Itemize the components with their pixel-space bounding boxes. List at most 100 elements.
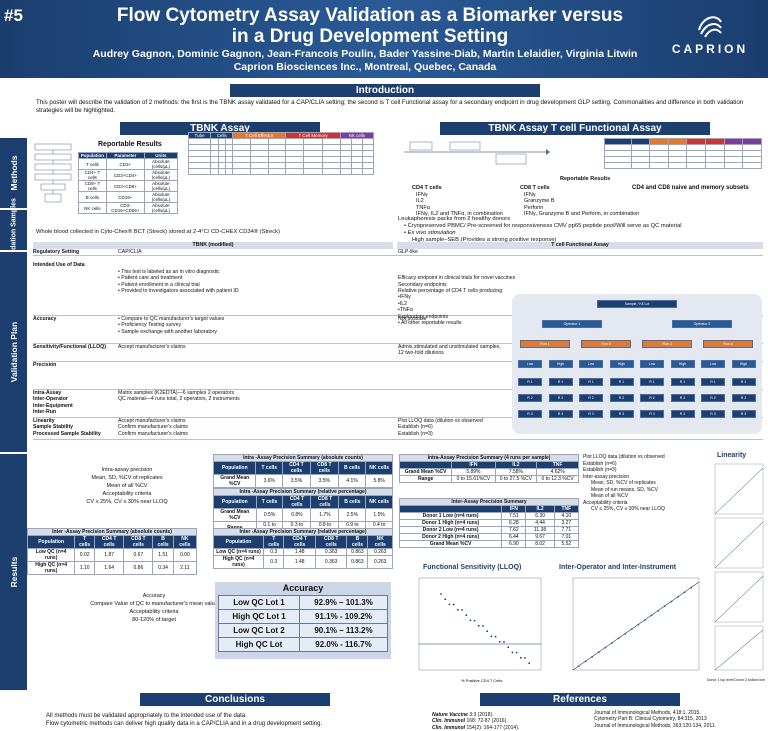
sens-point [494, 635, 497, 638]
logo-text: CAPRION [671, 42, 749, 56]
table-cell: 3.6% [255, 474, 284, 488]
sens-point [490, 635, 493, 638]
table-cell: 0 to 15.61%CV [451, 475, 496, 483]
plan-row: Sensitivity/Functional (LLOQ) Accept man… [33, 344, 763, 362]
tree-node: Low [579, 360, 603, 368]
tree-node: Run 4 [703, 340, 753, 348]
subsets-label: CD4 and CD8 naive and memory subsets [632, 185, 749, 191]
sens-point [498, 640, 501, 643]
caprion-logo: CAPRION [655, 12, 765, 56]
tree-node: R 3 [548, 410, 573, 418]
validation-plan-table: TBNK (modified) T cell Functional Assay … [27, 242, 768, 452]
tbnk-panel-table: Tube Cells T Cell Effector T Cell Memory… [187, 132, 375, 175]
tree-node: R 1 [579, 378, 603, 386]
accuracy-value: 90.1% – 113.2% [298, 623, 389, 638]
table-cell: 5.52 [553, 540, 580, 548]
table-header: TNF [553, 505, 580, 513]
accuracy-label: High QC Lot [218, 637, 300, 652]
table-header: Population [212, 461, 257, 475]
table-cell: Donor 1 High (n=4 runs) [398, 519, 503, 527]
author-list: Audrey Gagnon, Dominic Gagnon, Jean-Fran… [92, 48, 638, 60]
sens-point [515, 651, 518, 654]
affiliation: Caprion Biosciences Inc., Montreal, Queb… [233, 61, 497, 73]
op-point [597, 651, 600, 654]
op-point [578, 665, 580, 667]
plan-row: Intended Use of Data • This test is labe… [33, 256, 763, 326]
table-cell: 6.28 [501, 519, 527, 527]
table-cell: 1.5% [365, 508, 393, 522]
op-point [644, 619, 646, 621]
sens-point [440, 593, 442, 595]
table-cell: 3.27 [553, 519, 580, 527]
op-point [670, 600, 673, 603]
inter-rel-table: Inter -Assay Precision Summary (relative… [212, 528, 393, 569]
tree-node: R 1 [670, 378, 695, 386]
table-cell: 7.58% [494, 468, 538, 476]
tree-node: Run 3 [642, 340, 692, 348]
table-cell: Donor 2 Low (n=4 runs) [398, 526, 503, 534]
table-cell: Grand Mean %CV [213, 508, 257, 522]
tree-node: R 1 [640, 378, 664, 386]
table-header: NK cells [172, 535, 198, 549]
caprion-swirl-icon [698, 16, 722, 38]
cd8-item: Perforin [524, 204, 544, 211]
table-header: B cells [337, 461, 367, 475]
table-header: CD4 T cells [283, 535, 316, 549]
sample-item: Leukapheresis packs from 2 healthy donor… [398, 216, 511, 222]
table-cell: 4.44 [525, 519, 555, 527]
table-title-row: Inter -Assay Precision Summary (relative… [213, 528, 393, 536]
cd4-item: IFNγ [416, 191, 428, 198]
table-header: Population [212, 535, 265, 549]
tbnk-heading: TBNK Assay [120, 122, 320, 135]
tree-node: Run 1 [520, 340, 570, 348]
tree-node: Operator 2 [672, 320, 732, 328]
table-cell: 7.01 [553, 533, 580, 541]
cd8-list: CD8 T cells IFNγ Granzyme B Perforin IFN… [520, 185, 639, 218]
table-header [398, 505, 503, 513]
inter-op-title: Inter-Operator and Inter-Instrument [559, 564, 677, 571]
references-heading: References [480, 693, 680, 706]
accuracy-value: 91.1% - 109.2% [298, 609, 389, 624]
introduction-text: This poster will describe the validation… [36, 99, 744, 114]
sensitivity-chart: % Positive CD4 T Cells [418, 577, 542, 683]
tree-node: R 3 [609, 410, 634, 418]
intra-text: Intra-assay precision Mean, SD, %CV of r… [86, 467, 168, 505]
tree-node: R 2 [701, 394, 725, 402]
conclusions-text: All methods must be validated appropriat… [46, 713, 323, 727]
workflow-arrows [404, 141, 550, 165]
table-cell: 1.48 [283, 548, 316, 556]
sidebar-validation-plan: Validation Plan [0, 252, 27, 452]
sample-item: • Ex vivo stimulation [404, 230, 456, 236]
flowchart-diagram [34, 143, 72, 203]
table-cell: 0.363 [314, 548, 348, 556]
sens-point [477, 624, 480, 627]
tbnk-sample-text: Whole blood collected in Cyto-Chex® BCT … [36, 229, 280, 235]
accuracy-label: High QC Lot 1 [218, 609, 300, 624]
op-point [637, 623, 640, 626]
plan-row: Regulatory Setting CAP/CLIA GLP-like [33, 249, 763, 256]
table-cell: Low QC (n=4 runs) [26, 548, 76, 562]
table-header: B cells [346, 535, 369, 549]
tree-node: Operator 1 [542, 320, 602, 328]
table-cell: 7.62 [501, 526, 527, 534]
op-point [690, 586, 693, 589]
sens-point [473, 619, 476, 622]
table-cell: Grand Mean %CV [398, 540, 503, 548]
table-header: T cells [255, 461, 284, 475]
cd8-item: Granzyme B [524, 198, 555, 204]
tree-node: R 2 [548, 394, 573, 402]
table-cell: High QC (n=4 runs) [26, 561, 76, 575]
op-point [657, 609, 660, 612]
reportable-results-label: Reportable Results [98, 141, 162, 148]
table-header: IFN [451, 461, 496, 469]
sens-point [448, 603, 451, 606]
